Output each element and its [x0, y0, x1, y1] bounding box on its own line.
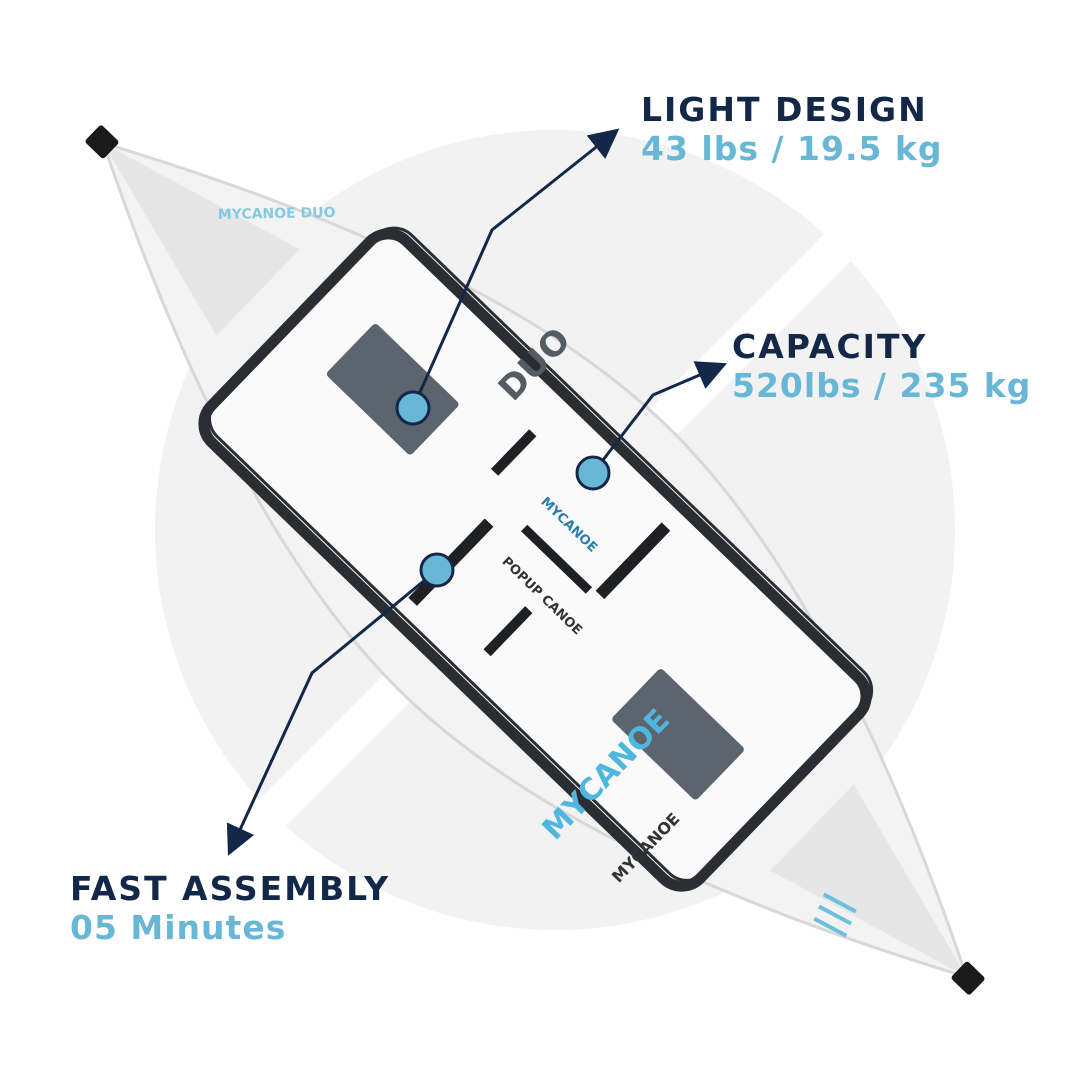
feature-value: 05 Minutes	[70, 908, 287, 947]
feature-fast-assembly: FAST ASSEMBLY 05 Minutes	[70, 872, 390, 944]
feature-title: LIGHT DESIGN	[641, 90, 928, 129]
light-design-pointer	[411, 128, 620, 409]
feature-title: FAST ASSEMBLY	[70, 869, 390, 908]
feature-capacity: CAPACITY 520lbs / 235 kg	[732, 330, 1031, 402]
capacity-pointer	[591, 361, 728, 474]
fast-assembly-dot	[419, 552, 455, 588]
feature-light-design: LIGHT DESIGN 43 lbs / 19.5 kg	[641, 93, 943, 165]
fast-assembly-pointer	[226, 568, 438, 856]
light-design-dot	[395, 390, 431, 426]
capacity-dot	[575, 455, 611, 491]
feature-value: 43 lbs / 19.5 kg	[641, 129, 943, 168]
feature-value: 520lbs / 235 kg	[732, 366, 1032, 405]
feature-title: CAPACITY	[732, 327, 928, 366]
bow-label-text: MYCANOE DUO	[218, 205, 336, 223]
